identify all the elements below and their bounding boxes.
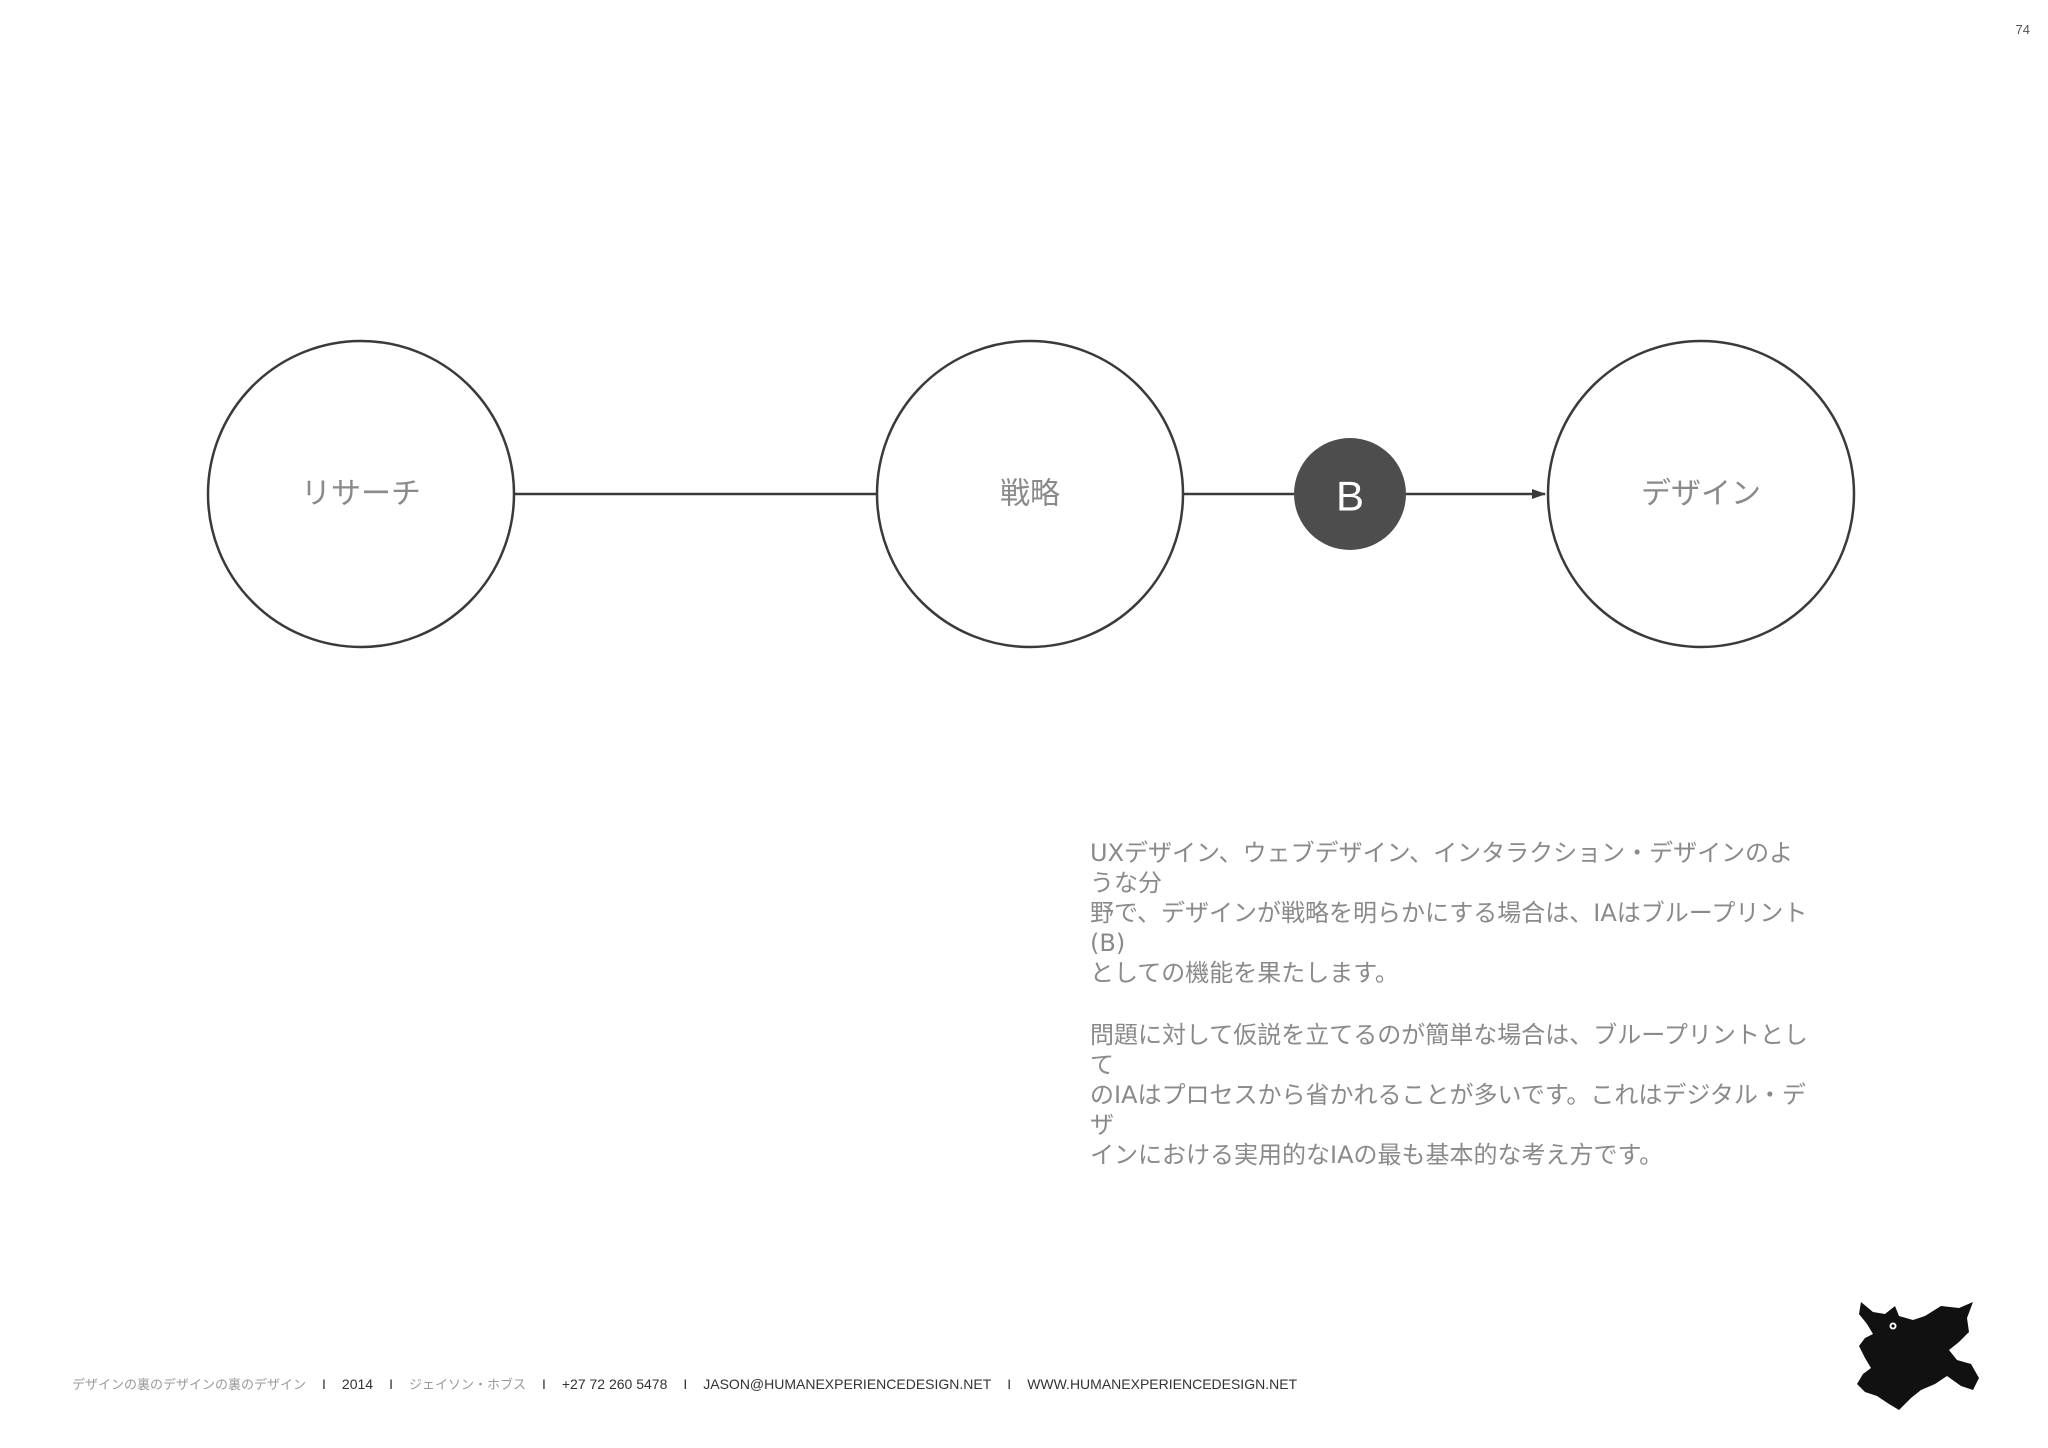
body-line: 野で、デザインが戦略を明らかにする場合は、IAはブループリント(B) <box>1090 899 1808 957</box>
footer-email[interactable]: JASON@HUMANEXPERIENCEDESIGN.NET <box>703 1375 992 1392</box>
node-research: リサーチ <box>206 339 516 649</box>
body-paragraph-2: 問題に対して仮説を立てるのが簡単な場合は、ブループリントとして のIAはプロセス… <box>1090 1020 1810 1170</box>
footer-separator: I <box>1007 1375 1012 1392</box>
badge-label: B <box>1336 473 1364 520</box>
body-line: としての機能を果たします。 <box>1090 959 1399 987</box>
body-line: インにおける実用的なIAの最も基本的な考え方です。 <box>1090 1141 1664 1169</box>
footer-phone: +27 72 260 5478 <box>561 1375 668 1392</box>
blueprint-badge: B <box>1294 438 1406 550</box>
footer-separator: I <box>541 1375 546 1392</box>
body-line: のIAはプロセスから省かれることが多いです。これはデジタル・デザ <box>1090 1081 1806 1139</box>
footer-year: 2014 <box>341 1375 374 1392</box>
footer-website[interactable]: WWW.HUMANEXPERIENCEDESIGN.NET <box>1027 1375 1298 1392</box>
node-label: 戦略 <box>1000 477 1060 512</box>
page-number: 74 <box>2015 22 2030 37</box>
footer-separator: I <box>322 1375 326 1392</box>
body-line: 問題に対して仮説を立てるのが簡単な場合は、ブループリントとして <box>1090 1021 1808 1079</box>
body-line: UXデザイン、ウェブデザイン、インタラクション・デザインのような分 <box>1090 839 1794 897</box>
node-strategy: 戦略 <box>875 339 1185 649</box>
footer-book-title: デザインの裏のデザインの裏のデザイン <box>72 1378 307 1393</box>
node-design: デザイン <box>1546 339 1856 649</box>
footer-separator: I <box>389 1375 393 1392</box>
node-label: デザイン <box>1641 477 1761 512</box>
body-paragraph-1: UXデザイン、ウェブデザイン、インタラクション・デザインのような分 野で、デザイ… <box>1090 838 1810 988</box>
creature-logo-icon <box>1857 1302 1979 1410</box>
body-text: UXデザイン、ウェブデザイン、インタラクション・デザインのような分 野で、デザイ… <box>1090 838 1810 1202</box>
footer: デザインの裏のデザインの裏のデザイン I 2014 I ジェイソン・ホブス I … <box>72 1374 1298 1394</box>
footer-author: ジェイソン・ホブス <box>408 1378 526 1393</box>
node-label: リサーチ <box>301 477 421 512</box>
footer-separator: I <box>683 1375 688 1392</box>
